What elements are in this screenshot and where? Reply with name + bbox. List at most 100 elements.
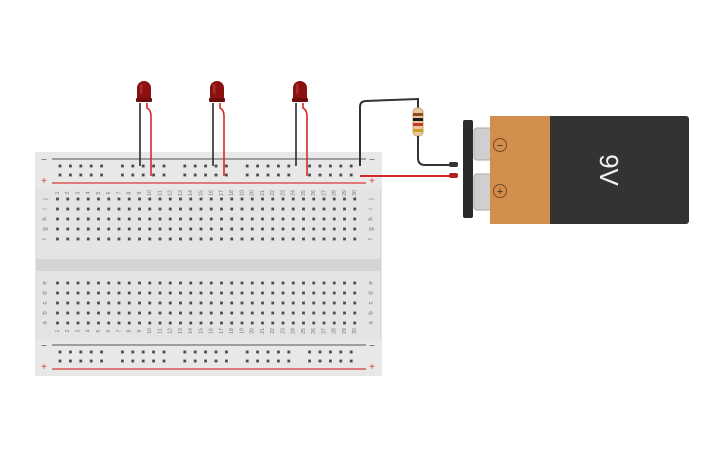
- breadboard-hole[interactable]: [97, 217, 100, 221]
- breadboard-hole[interactable]: [76, 291, 80, 295]
- rail-hole[interactable]: [339, 164, 343, 168]
- breadboard-hole[interactable]: [250, 321, 254, 325]
- breadboard-hole[interactable]: [66, 197, 70, 201]
- rail-hole[interactable]: [69, 359, 72, 363]
- breadboard-hole[interactable]: [271, 301, 275, 305]
- breadboard-hole[interactable]: [271, 311, 275, 315]
- breadboard-hole[interactable]: [302, 321, 305, 325]
- breadboard-hole[interactable]: [271, 227, 275, 231]
- breadboard-hole[interactable]: [230, 321, 234, 325]
- rail-hole[interactable]: [318, 164, 322, 168]
- breadboard-hole[interactable]: [189, 311, 193, 315]
- breadboard-hole[interactable]: [230, 227, 234, 231]
- breadboard-hole[interactable]: [302, 227, 305, 231]
- breadboard-hole[interactable]: [138, 197, 141, 201]
- breadboard-hole[interactable]: [117, 291, 121, 295]
- breadboard-hole[interactable]: [179, 207, 182, 211]
- breadboard-hole[interactable]: [66, 321, 70, 325]
- breadboard-hole[interactable]: [261, 301, 264, 305]
- breadboard-hole[interactable]: [56, 301, 59, 305]
- breadboard-hole[interactable]: [86, 227, 90, 231]
- breadboard-hole[interactable]: [230, 237, 234, 241]
- rail-hole[interactable]: [349, 173, 353, 177]
- breadboard-hole[interactable]: [148, 197, 152, 201]
- breadboard-hole[interactable]: [271, 321, 275, 325]
- breadboard-hole[interactable]: [199, 207, 203, 211]
- breadboard-hole[interactable]: [56, 197, 59, 201]
- breadboard-hole[interactable]: [127, 291, 131, 295]
- breadboard-hole[interactable]: [250, 237, 254, 241]
- breadboard-hole[interactable]: [127, 237, 131, 241]
- breadboard-hole[interactable]: [343, 197, 346, 201]
- breadboard-hole[interactable]: [240, 197, 244, 201]
- breadboard-hole[interactable]: [209, 321, 213, 325]
- breadboard-hole[interactable]: [107, 291, 111, 295]
- breadboard-hole[interactable]: [127, 301, 131, 305]
- rail-hole[interactable]: [204, 350, 207, 354]
- breadboard-hole[interactable]: [209, 227, 213, 231]
- black-wire-negative[interactable]: [359, 97, 419, 166]
- breadboard-hole[interactable]: [148, 227, 152, 231]
- breadboard-hole[interactable]: [117, 237, 121, 241]
- breadboard-hole[interactable]: [353, 301, 357, 305]
- breadboard-hole[interactable]: [179, 281, 182, 285]
- battery-connector[interactable]: [449, 120, 473, 218]
- breadboard-hole[interactable]: [343, 237, 346, 241]
- breadboard-hole[interactable]: [107, 207, 111, 211]
- breadboard-hole[interactable]: [271, 197, 275, 201]
- breadboard-hole[interactable]: [353, 281, 357, 285]
- breadboard-hole[interactable]: [312, 311, 316, 315]
- breadboard-hole[interactable]: [343, 311, 346, 315]
- led-group[interactable]: [136, 81, 308, 176]
- breadboard-hole[interactable]: [291, 227, 295, 231]
- breadboard-hole[interactable]: [332, 301, 336, 305]
- breadboard-hole[interactable]: [189, 217, 193, 221]
- rail-hole[interactable]: [193, 173, 197, 177]
- breadboard-hole[interactable]: [158, 311, 162, 315]
- breadboard-hole[interactable]: [148, 281, 152, 285]
- rail-hole[interactable]: [256, 350, 259, 354]
- rail-hole[interactable]: [58, 350, 62, 354]
- rail-hole[interactable]: [204, 173, 207, 177]
- breadboard-hole[interactable]: [220, 311, 223, 315]
- breadboard-hole[interactable]: [261, 311, 264, 315]
- breadboard-hole[interactable]: [230, 311, 234, 315]
- rail-hole[interactable]: [141, 164, 145, 168]
- rail-hole[interactable]: [349, 350, 353, 354]
- breadboard-hole[interactable]: [261, 321, 264, 325]
- rail-hole[interactable]: [318, 350, 322, 354]
- rail-hole[interactable]: [245, 359, 249, 363]
- breadboard-hole[interactable]: [261, 197, 264, 201]
- breadboard-hole[interactable]: [66, 301, 70, 305]
- breadboard-hole[interactable]: [302, 207, 305, 211]
- breadboard-hole[interactable]: [138, 311, 141, 315]
- rail-hole[interactable]: [79, 173, 83, 177]
- breadboard-hole[interactable]: [189, 207, 193, 211]
- breadboard-hole[interactable]: [189, 227, 193, 231]
- breadboard-hole[interactable]: [189, 237, 193, 241]
- rail-hole[interactable]: [245, 350, 249, 354]
- breadboard-hole[interactable]: [230, 197, 234, 201]
- breadboard-hole[interactable]: [312, 207, 316, 211]
- rail-hole[interactable]: [58, 164, 62, 168]
- rail-hole[interactable]: [89, 173, 93, 177]
- breadboard-hole[interactable]: [312, 227, 316, 231]
- breadboard-hole[interactable]: [56, 207, 59, 211]
- rail-hole[interactable]: [162, 173, 166, 177]
- rail-hole[interactable]: [121, 359, 124, 363]
- breadboard-hole[interactable]: [76, 237, 80, 241]
- breadboard-hole[interactable]: [332, 197, 336, 201]
- breadboard-hole[interactable]: [179, 301, 182, 305]
- breadboard-hole[interactable]: [220, 301, 223, 305]
- breadboard-hole[interactable]: [240, 207, 244, 211]
- breadboard-hole[interactable]: [302, 291, 305, 295]
- breadboard-hole[interactable]: [281, 301, 285, 305]
- rail-hole[interactable]: [183, 350, 187, 354]
- rail-hole[interactable]: [69, 173, 72, 177]
- breadboard-hole[interactable]: [168, 321, 172, 325]
- breadboard-hole[interactable]: [117, 321, 121, 325]
- breadboard-hole[interactable]: [86, 197, 90, 201]
- breadboard-hole[interactable]: [148, 291, 152, 295]
- breadboard-hole[interactable]: [168, 227, 172, 231]
